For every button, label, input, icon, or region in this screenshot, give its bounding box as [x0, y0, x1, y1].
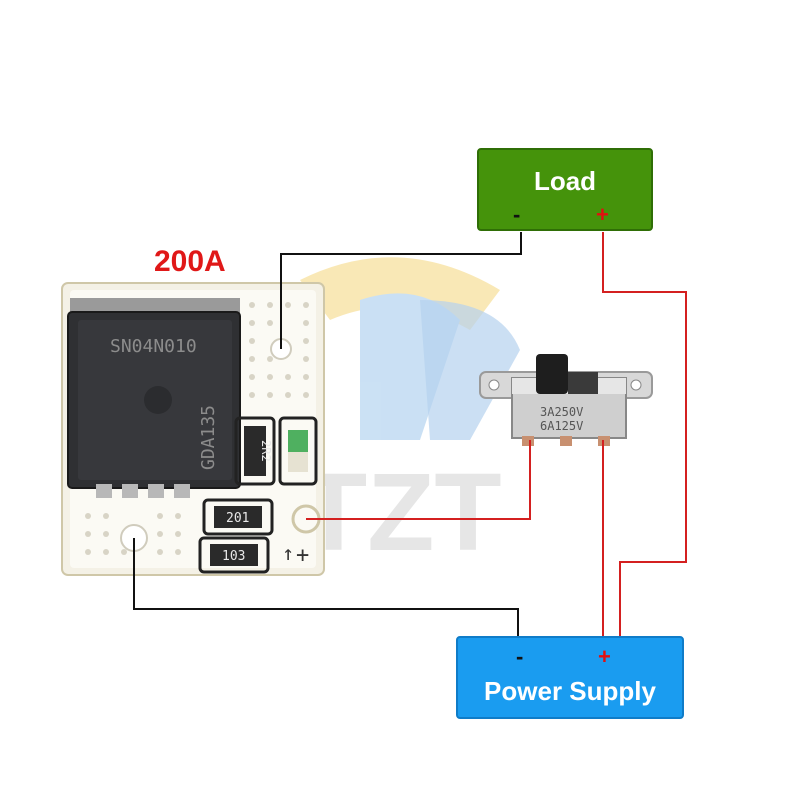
load-title: Load [533, 166, 597, 196]
mosfet-chip: SN04N010 GDA135 [67, 298, 241, 498]
wire-switch-to-module [306, 440, 531, 520]
resistor-103-label: 103 [222, 549, 245, 564]
wire-load-negative [280, 232, 522, 349]
current-rating-label: 200A [154, 245, 226, 278]
terminal-plus-marking: + [296, 543, 309, 568]
psu-negative-terminal: - [516, 644, 524, 669]
load-negative-terminal: - [513, 202, 521, 227]
slide-switch: 3A250V 6A125V [479, 354, 653, 446]
positive-wires [306, 232, 687, 636]
pcb-module: SN04N010 GDA135 2R2 201 [61, 282, 325, 576]
switch-rating-line1: 3A250V [540, 405, 583, 419]
resistor-201-label: 201 [226, 511, 249, 526]
resistor-103: 103 [198, 536, 270, 574]
power-supply-title: Power Supply [484, 676, 656, 706]
load-positive-terminal: + [596, 202, 609, 227]
wire-load-positive [602, 232, 687, 636]
resistor-2r2: 2R2 [234, 416, 276, 486]
watermark-logo [300, 257, 520, 440]
watermark-text: TZT [300, 451, 502, 574]
resistor-2r2-label: 2R2 [259, 440, 273, 462]
load-box: Load - + [477, 148, 653, 231]
negative-wires [133, 232, 522, 636]
wire-psu-negative [133, 538, 519, 636]
switch-rating-line2: 6A125V [540, 419, 583, 433]
arrow-marking: ↑ [282, 541, 294, 565]
via-grid-bottom [85, 513, 181, 555]
mosfet-marking-line2: GDA135 [198, 405, 219, 470]
psu-positive-terminal: + [598, 644, 611, 669]
led-indicator [278, 416, 318, 486]
power-supply-box: - + Power Supply [456, 636, 684, 719]
via-grid-top [249, 302, 309, 398]
mosfet-marking-line1: SN04N010 [110, 336, 197, 357]
resistor-201: 201 [202, 498, 274, 536]
